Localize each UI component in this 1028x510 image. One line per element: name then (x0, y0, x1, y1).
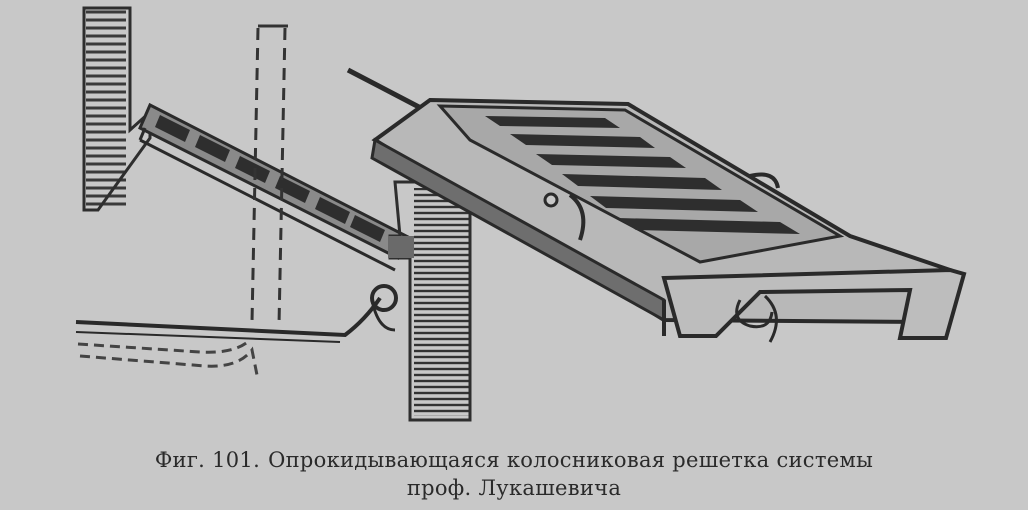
caption-line-2: проф. Лукашевича (406, 476, 622, 500)
figure-label: Фиг. 101. (154, 448, 261, 472)
lever-rod (75, 284, 398, 381)
figure-caption: Фиг. 101. Опрокидывающаяся колосниковая р… (0, 446, 1028, 502)
grate-perspective (346, 67, 967, 343)
caption-text-1: Опрокидывающаяся колосниковая решетка си… (268, 448, 874, 472)
tilted-grate-section (138, 102, 413, 272)
right-wall-left-diagram (388, 180, 472, 422)
left-wall (82, 6, 152, 212)
caption-line-1: Фиг. 101. Опрокидывающаяся колосниковая р… (0, 446, 1028, 474)
grate-illustration (75, 6, 967, 422)
vertical-rod-dashed (250, 24, 288, 326)
